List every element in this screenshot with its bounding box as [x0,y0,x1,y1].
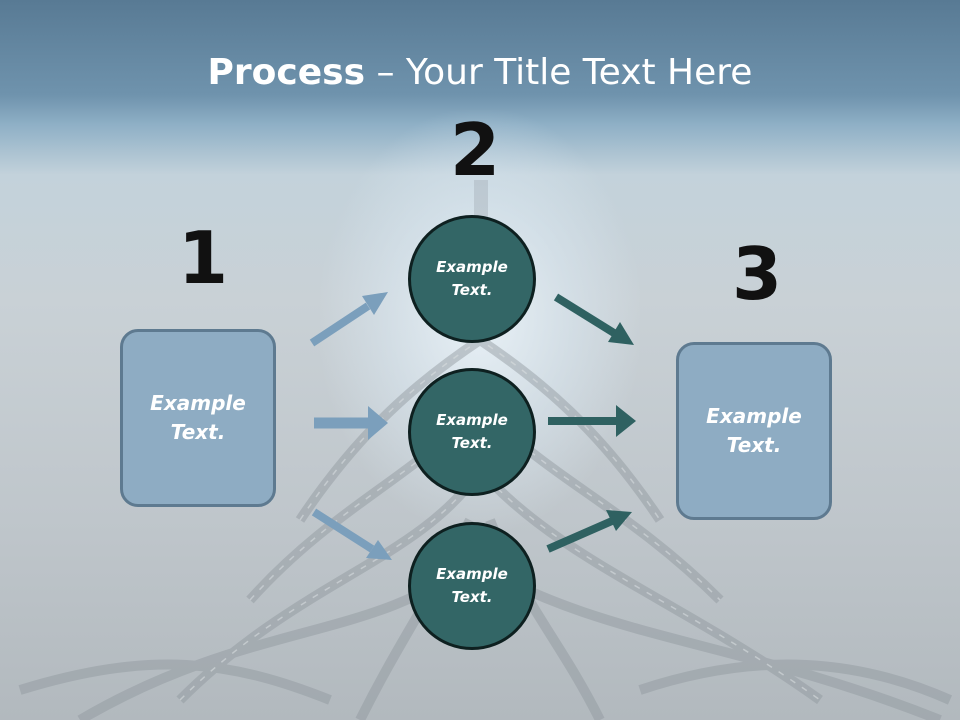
right-step-box: Example Text. [676,342,832,520]
arrow-bottom-to-right [546,510,632,553]
arrow-left-to-middle [314,406,388,440]
circle-middle-label: Example Text. [436,411,508,452]
arrow-left-to-bottom [311,508,392,560]
title-rest: – Your Title Text Here [365,52,753,93]
left-step-box: Example Text. [120,329,276,507]
circle-top: Example Text. [408,215,536,343]
left-box-label: Example Text. [150,391,246,444]
step-number-1: 1 [178,216,229,300]
step-number-3: 3 [732,232,783,316]
circle-middle: Example Text. [408,368,536,496]
slide-title: Process – Your Title Text Here [0,52,960,93]
arrow-top-to-right [553,293,634,345]
circle-bottom-label: Example Text. [436,565,508,606]
circle-bottom: Example Text. [408,522,536,650]
right-box-label: Example Text. [706,404,802,457]
arrow-middle-to-right [548,405,636,437]
step-number-2: 2 [450,108,501,192]
arrow-left-to-top [309,292,388,347]
title-bold: Process [207,52,366,93]
circle-top-label: Example Text. [436,258,508,299]
